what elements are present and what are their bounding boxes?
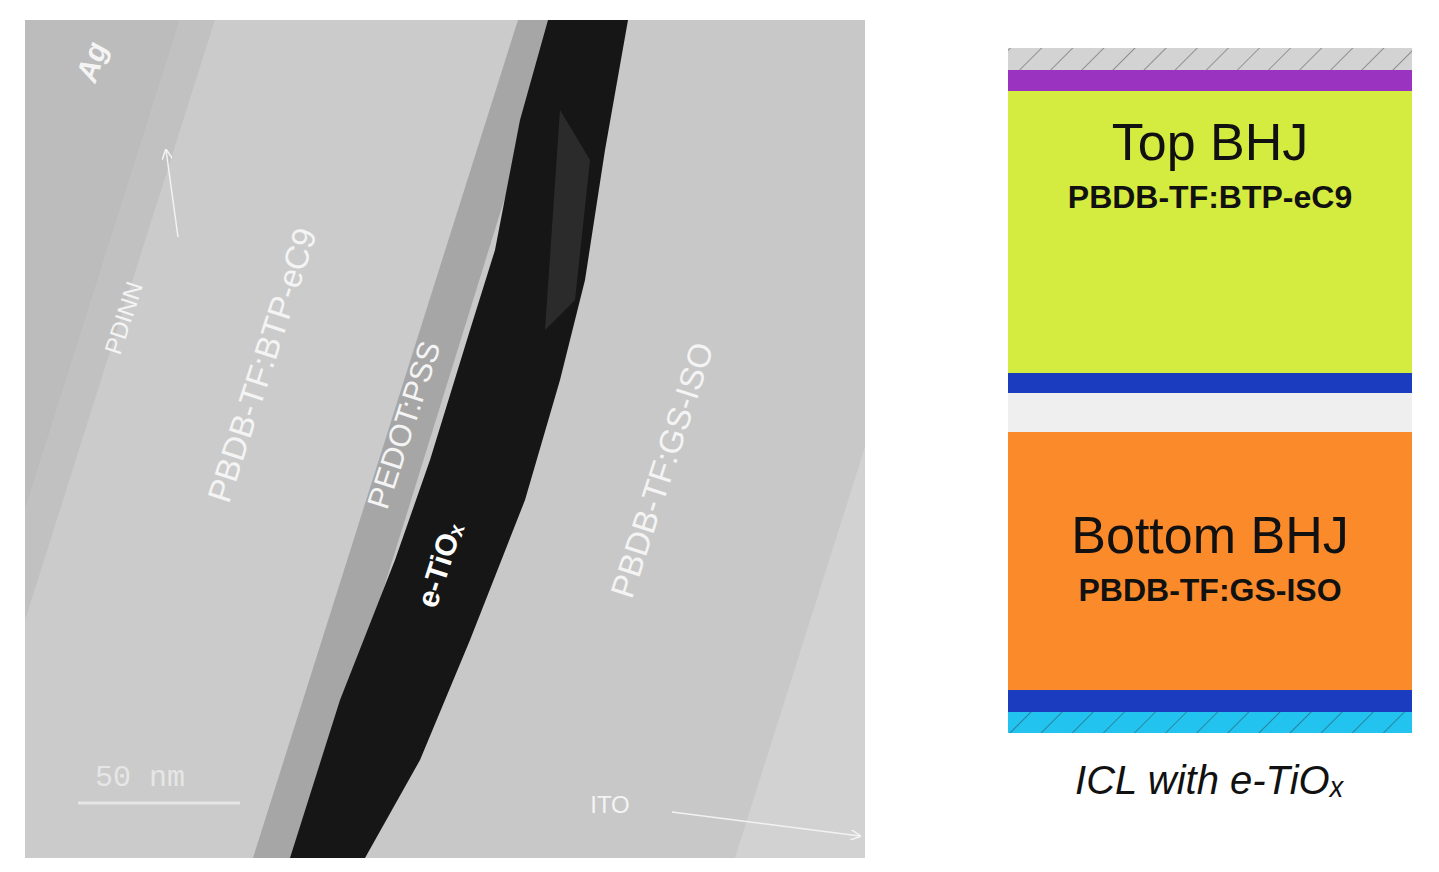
ito-layer (735, 20, 865, 858)
htl-layer (1008, 373, 1412, 393)
etl-layer (1008, 70, 1412, 91)
etl-layer (1008, 690, 1412, 712)
scale-bar (78, 802, 240, 805)
layer-band: Bottom BHJ PBDB-TF:GS-ISO (1008, 432, 1412, 690)
top-electrode (1008, 48, 1412, 70)
figure-caption: ICL with e-TiOₓ (1075, 758, 1345, 803)
leader-arrow (672, 812, 860, 836)
band-title: Top BHJ (1112, 113, 1309, 173)
etiox-texture (545, 110, 590, 330)
layer-band: Top BHJ PBDB-TF:BTP-eC9 (1008, 91, 1412, 373)
band-title: Bottom BHJ (1071, 506, 1348, 566)
material-name: PBDB-TF:GS-ISO (1078, 572, 1341, 609)
scale-label: 50 nm (95, 763, 185, 793)
bottom-electrode (1008, 712, 1412, 733)
device-stack (1008, 48, 1412, 733)
etiox-layer (290, 20, 628, 858)
layer-label: ITO (590, 793, 630, 817)
material-name: PBDB-TF:BTP-eC9 (1068, 179, 1352, 216)
icl-layer (1008, 393, 1412, 432)
leader-arrow (166, 150, 178, 237)
tem-micrograph (25, 20, 865, 858)
